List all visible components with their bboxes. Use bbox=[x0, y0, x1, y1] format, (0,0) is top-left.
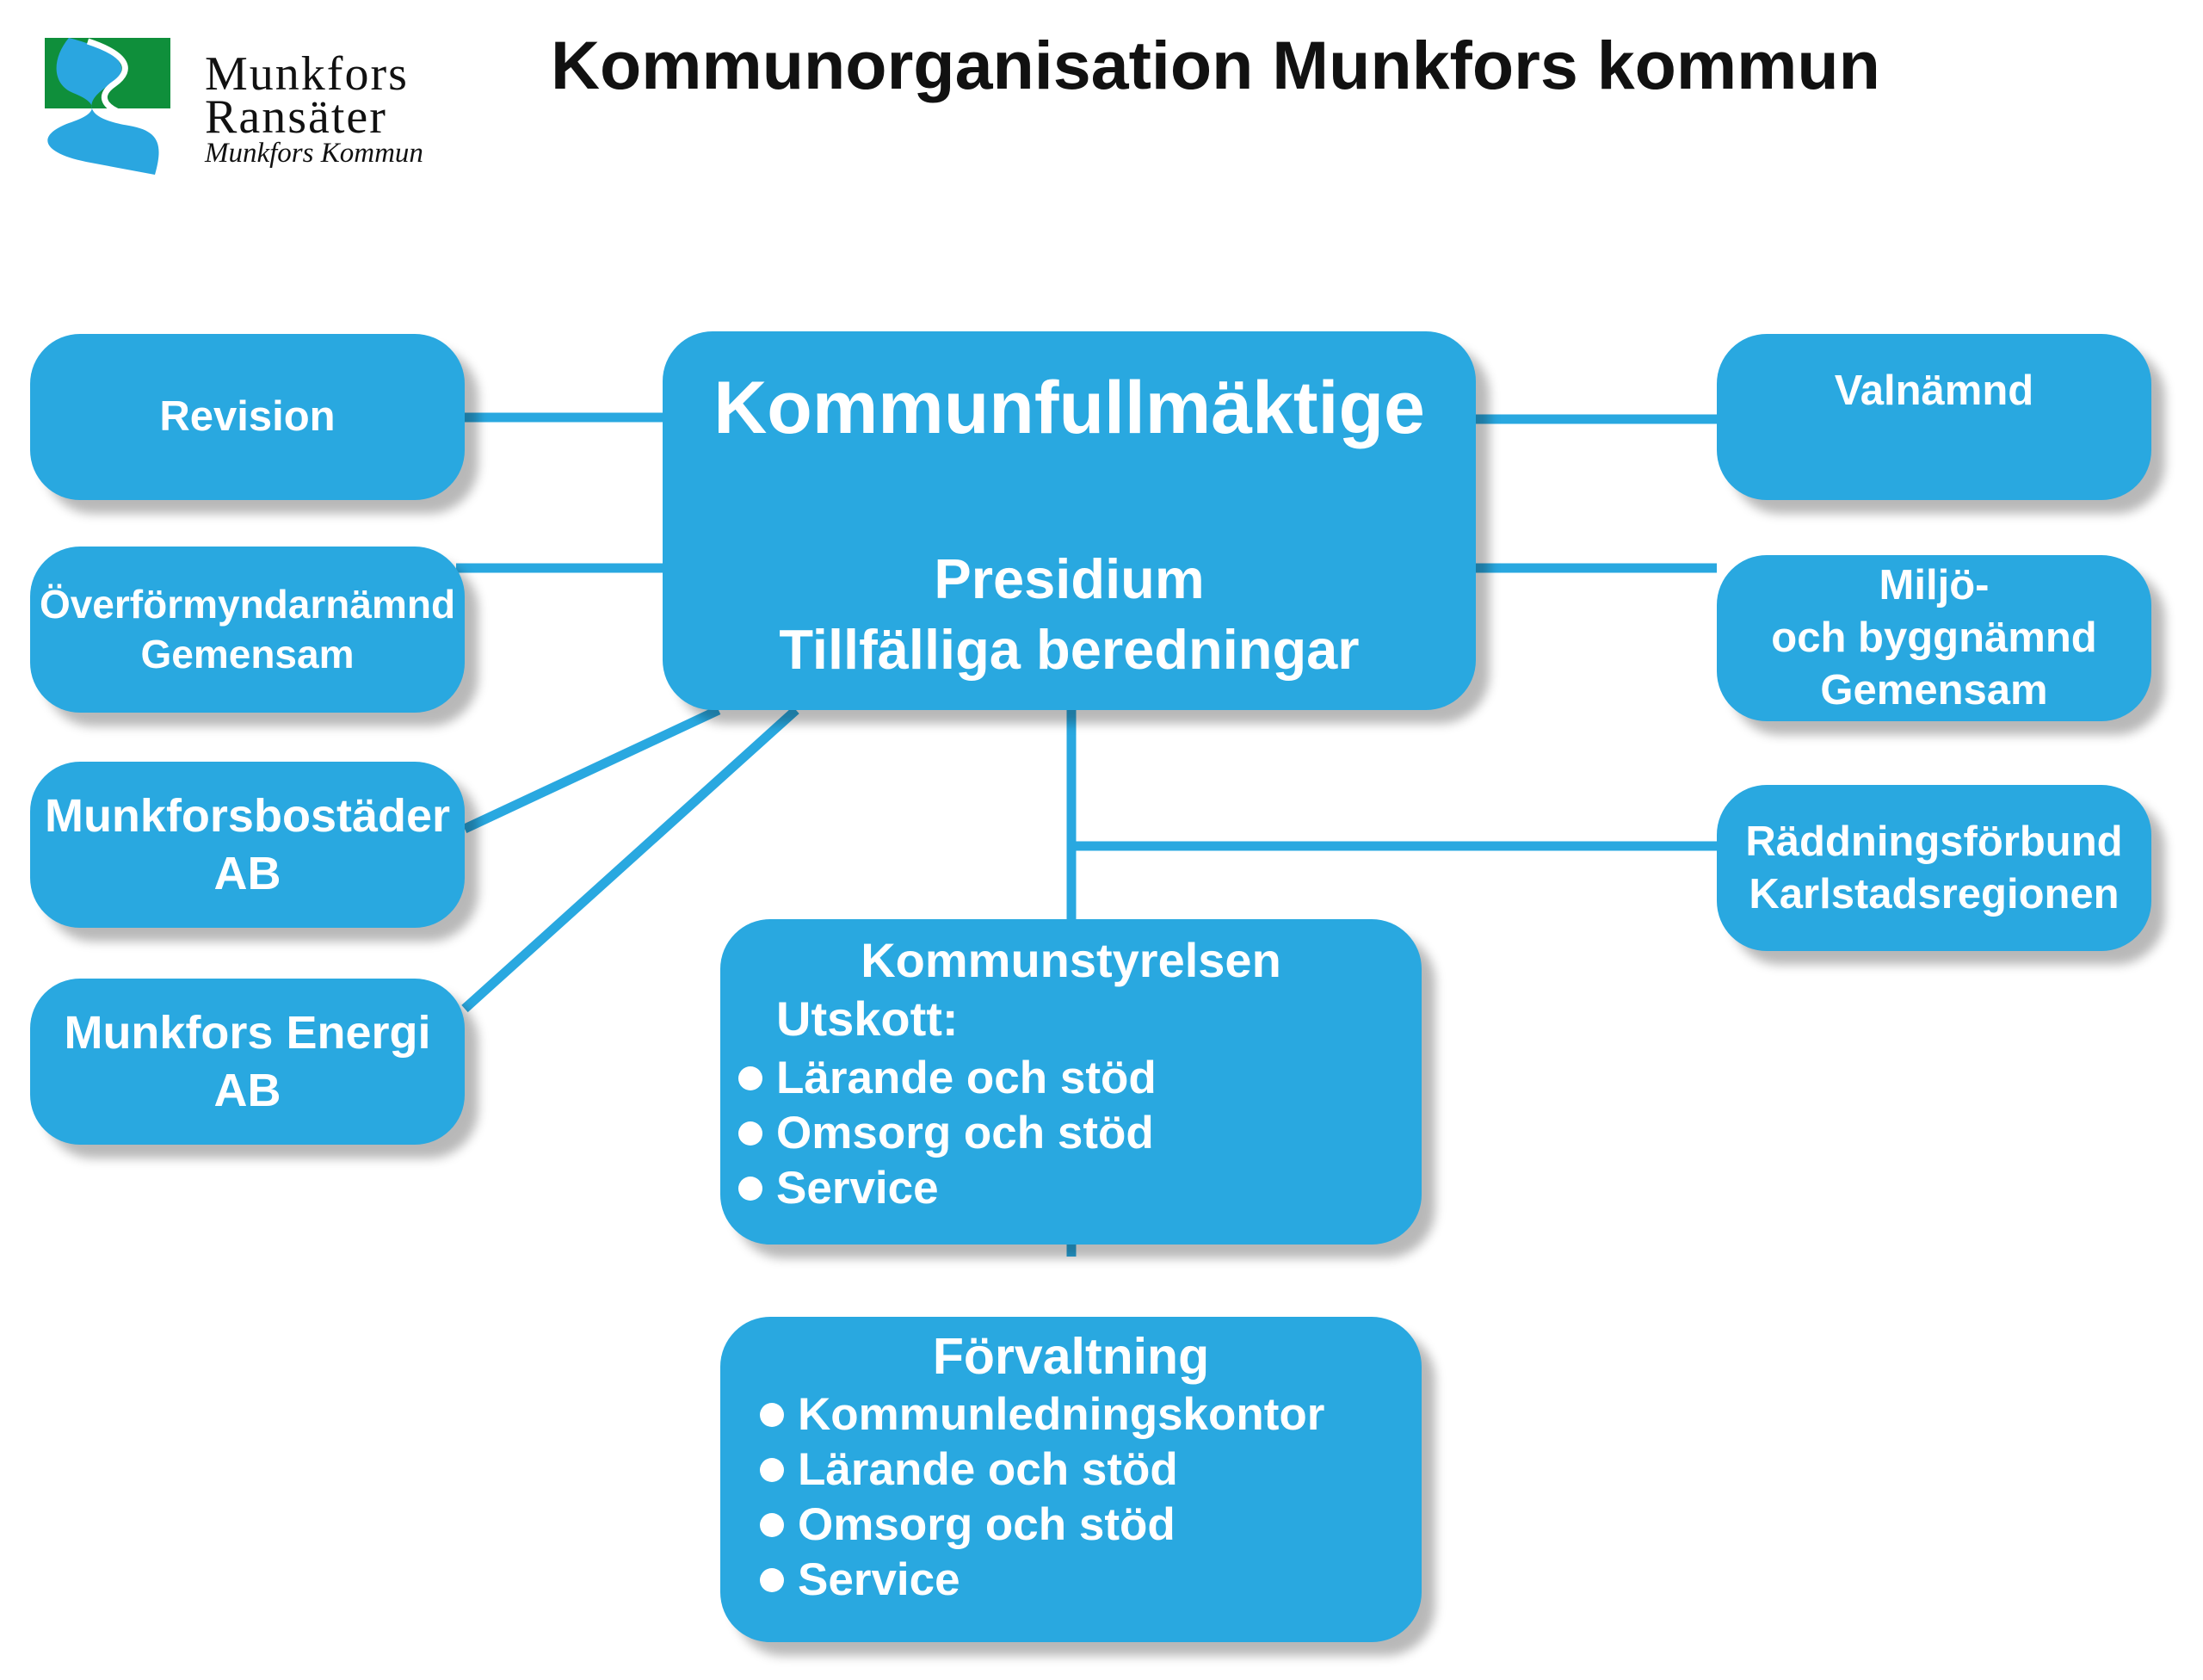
box-kommunfullmaktige[interactable]: Kommunfullmäktige Presidium Tillfälliga … bbox=[663, 331, 1476, 710]
box-valnamnd[interactable]: Valnämnd bbox=[1717, 334, 2151, 500]
list-item: Omsorg och stöd bbox=[760, 1498, 1324, 1553]
bullet-icon bbox=[760, 1513, 784, 1537]
connector-energi bbox=[461, 706, 799, 1013]
river-emblem-icon bbox=[45, 38, 170, 175]
bullet-icon bbox=[760, 1568, 784, 1592]
box-kommunstyrelsen[interactable]: Kommunstyrelsen Utskott: Lärande och stö… bbox=[720, 919, 1422, 1245]
energi-label-2: AB bbox=[213, 1064, 281, 1116]
connector-bostader bbox=[462, 706, 721, 833]
valnamnd-label: Valnämnd bbox=[1834, 368, 2034, 414]
styrelse-subtitle: Utskott: bbox=[776, 991, 959, 1046]
styrelse-title: Kommunstyrelsen bbox=[861, 933, 1281, 987]
logo-line-2: Ransäter bbox=[205, 90, 387, 144]
styrelse-list: Lärande och stöd Omsorg och stöd Service bbox=[738, 1051, 1157, 1216]
bullet-icon bbox=[760, 1403, 784, 1427]
council-line-1: Presidium bbox=[934, 547, 1205, 610]
energi-label-1: Munkfors Energi bbox=[64, 1006, 431, 1059]
overformynd-label-1: Överförmyndarnämnd bbox=[39, 582, 456, 627]
munkfors-logo: Munkfors Ransäter Munkfors Kommun bbox=[34, 33, 439, 188]
logo-line-1: Munkfors bbox=[205, 47, 409, 101]
list-item: Service bbox=[760, 1553, 1324, 1608]
bostader-label-2: AB bbox=[213, 847, 281, 899]
box-revision[interactable]: Revision bbox=[30, 334, 465, 500]
revision-label: Revision bbox=[159, 393, 336, 441]
forvaltning-title: Förvaltning bbox=[932, 1328, 1210, 1385]
box-munkfors-energi[interactable]: Munkfors Energi AB bbox=[30, 979, 465, 1145]
box-miljo-byggnamnd[interactable]: Miljö- och byggnämnd Gemensam bbox=[1717, 555, 2151, 721]
bullet-icon bbox=[760, 1458, 784, 1482]
list-item: Lärande och stöd bbox=[760, 1442, 1324, 1498]
box-raddningsforbund[interactable]: Räddningsförbund Karlstadsregionen bbox=[1717, 785, 2151, 951]
page-title: Kommunorganisation Munkfors kommun bbox=[551, 27, 1880, 103]
council-line-2: Tillfälliga beredningar bbox=[779, 618, 1360, 681]
miljo-label-2: och byggnämnd bbox=[1771, 615, 2097, 662]
miljo-label-3: Gemensam bbox=[1820, 666, 2048, 713]
forvaltning-list: Kommunledningskontor Lärande och stöd Om… bbox=[760, 1387, 1324, 1608]
box-forvaltning[interactable]: Förvaltning Kommunledningskontor Lärande… bbox=[720, 1317, 1422, 1642]
raddning-label-1: Räddningsförbund bbox=[1745, 818, 2123, 865]
bullet-icon bbox=[738, 1066, 762, 1090]
list-item: Kommunledningskontor bbox=[760, 1387, 1324, 1442]
raddning-label-2: Karlstadsregionen bbox=[1749, 870, 2120, 917]
box-munkforsbostader[interactable]: Munkforsbostäder AB bbox=[30, 762, 465, 928]
council-title: Kommunfullmäktige bbox=[713, 367, 1425, 449]
overformynd-label-2: Gemensam bbox=[140, 631, 355, 676]
bullet-icon bbox=[738, 1121, 762, 1146]
list-item: Omsorg och stöd bbox=[738, 1106, 1157, 1161]
list-item: Service bbox=[738, 1161, 1157, 1216]
logo-line-3: Munkfors Kommun bbox=[205, 138, 423, 169]
list-item: Lärande och stöd bbox=[738, 1051, 1157, 1106]
miljo-label-1: Miljö- bbox=[1879, 562, 1990, 609]
bullet-icon bbox=[738, 1177, 762, 1201]
box-overformyndarnamnd[interactable]: Överförmyndarnämnd Gemensam bbox=[30, 547, 465, 713]
bostader-label-1: Munkforsbostäder bbox=[44, 789, 451, 842]
